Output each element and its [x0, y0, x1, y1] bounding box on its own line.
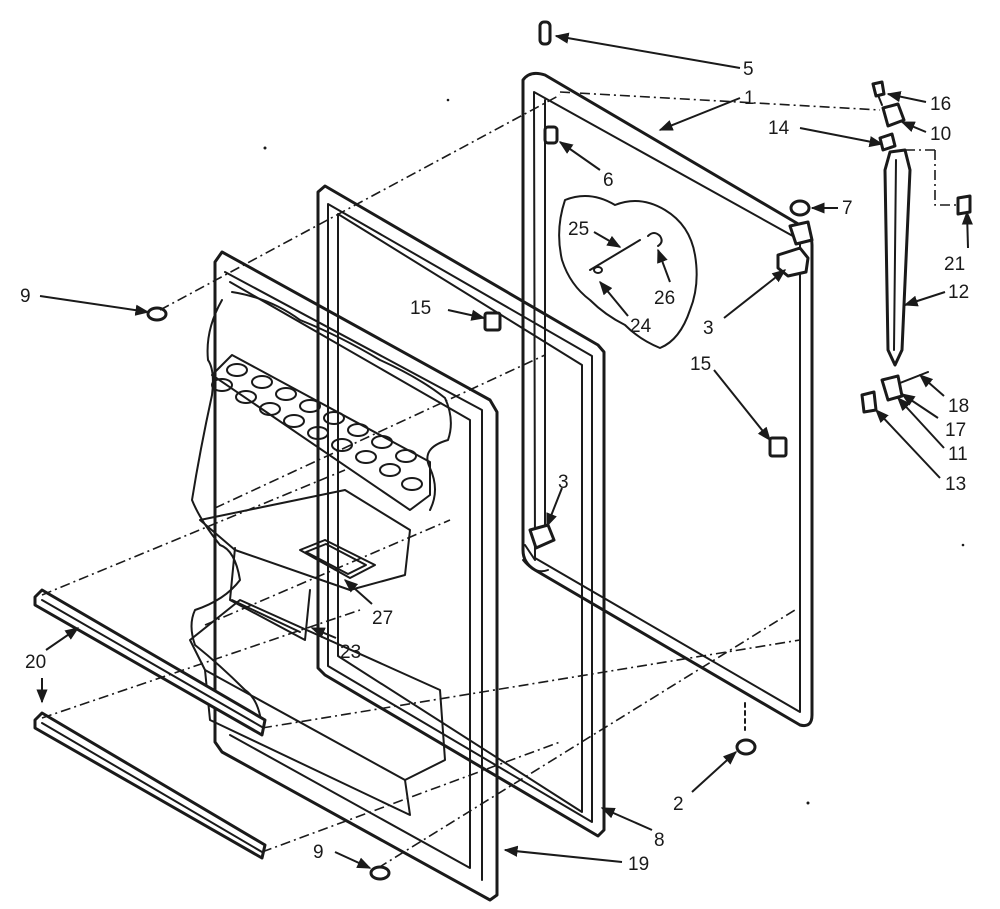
callout-5: 5 — [743, 59, 754, 80]
callout-8: 8 — [654, 830, 665, 851]
door-stop-left — [483, 311, 502, 332]
callout-18: 18 — [948, 396, 969, 417]
callout-19: 19 — [628, 854, 649, 875]
top-screw-5 — [538, 20, 552, 46]
callout-9-upper: 9 — [20, 286, 31, 307]
door-gasket — [316, 184, 606, 838]
callout-27: 27 — [372, 608, 393, 629]
callout-6: 6 — [603, 170, 614, 191]
callout-25: 25 — [568, 219, 589, 240]
outer-door-panel — [521, 71, 814, 727]
callout-2: 2 — [673, 794, 684, 815]
callout-9-lower: 9 — [313, 842, 324, 863]
door-liner — [190, 250, 499, 902]
callout-11: 11 — [948, 444, 968, 465]
callout-24: 24 — [630, 316, 652, 337]
callout-23: 23 — [340, 642, 361, 663]
callout-10: 10 — [930, 124, 951, 145]
callout-15-left: 15 — [410, 298, 431, 319]
callout-7: 7 — [842, 198, 853, 219]
callout-1: 1 — [744, 88, 755, 109]
dairy-compartment — [199, 489, 411, 641]
plug-6 — [543, 125, 559, 145]
callout-13: 13 — [945, 474, 966, 495]
callout-14: 14 — [768, 118, 790, 139]
alignment-lines — [41, 91, 881, 869]
egg-rack — [211, 354, 431, 511]
handle-assembly — [860, 80, 972, 414]
callout-17: 17 — [945, 420, 966, 441]
callout-26: 26 — [654, 288, 675, 309]
lower-hinge-bracket — [528, 523, 556, 550]
plug-7 — [789, 199, 811, 217]
scan-specks — [263, 98, 965, 805]
callout-20: 20 — [25, 652, 46, 673]
callout-3-right: 3 — [703, 318, 714, 339]
callout-labels: 5 1 16 14 10 6 7 25 26 24 21 12 9 15 3 1… — [20, 59, 969, 875]
shelf-rail-upper — [33, 588, 267, 737]
callout-12: 12 — [948, 282, 969, 303]
leader-arrows — [36, 32, 973, 869]
insulation-cutaway — [558, 195, 698, 349]
upper-hinge-bracket — [776, 220, 814, 278]
screw-9-lower — [369, 865, 391, 881]
callout-16: 16 — [930, 94, 951, 115]
callout-15-right: 15 — [690, 354, 711, 375]
screw-9-upper — [146, 306, 168, 322]
door-stop-right — [768, 436, 788, 458]
bottom-bushing-2 — [735, 702, 757, 756]
callout-21: 21 — [944, 254, 965, 275]
callout-3-left: 3 — [558, 472, 569, 493]
